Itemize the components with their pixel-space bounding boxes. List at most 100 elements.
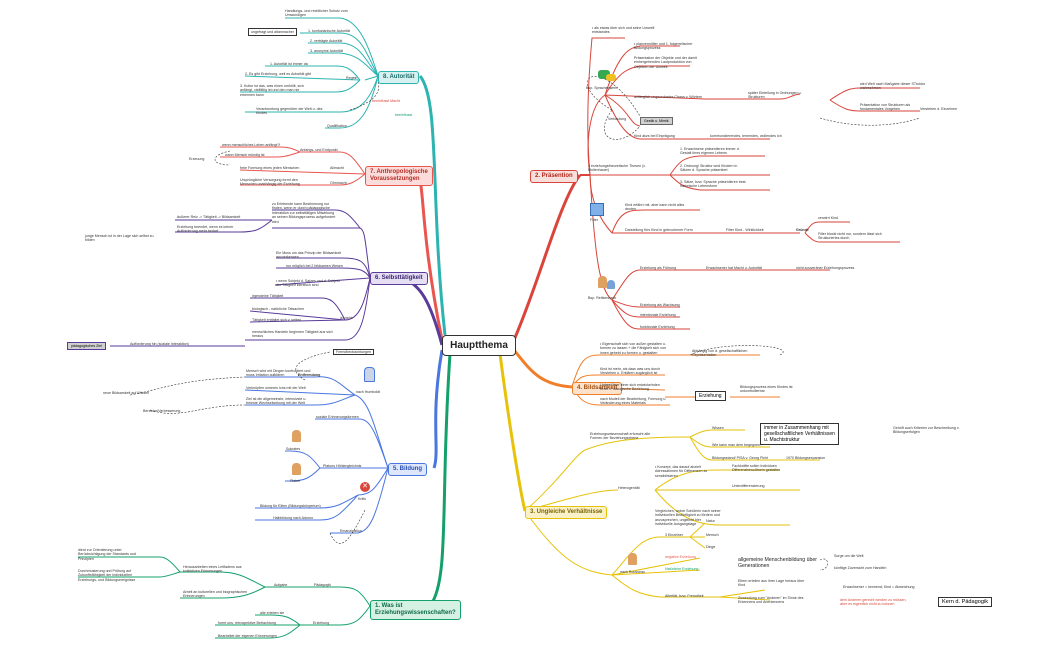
b6-node[interactable]: Erziehung: [313, 621, 330, 625]
b6-node[interactable]: Pädagogik: [314, 583, 331, 587]
branch-prasention[interactable]: 2. Präsention: [530, 170, 578, 183]
b7-node[interactable]: allgemeine Menschenbildung über Generati…: [738, 557, 818, 570]
b1-node[interactable]: Kind akzs bei Einprägung: [634, 134, 675, 138]
b3-node[interactable]: wann Mensch mündig ist: [225, 153, 265, 157]
root-topic[interactable]: Hauptthema: [442, 335, 516, 356]
b2-node[interactable]: Verantwortung gegenüber der Welt u. des …: [256, 107, 323, 116]
b5-node[interactable]: Platons Höhlengleichnis: [323, 464, 362, 468]
b3-node[interactable]: Ohnmacht: [330, 181, 347, 185]
b2-node[interactable]: Regeln: [346, 76, 358, 80]
b8-node[interactable]: Bildungsprozess eines Kindes ist unkontr…: [740, 385, 793, 394]
b2-node[interactable]: ungefragt und altanmacher: [248, 28, 297, 37]
b4-node[interactable]: irgendeine Tätigkeit: [252, 294, 284, 298]
b7-node[interactable]: Wie kann man dem begegnen?: [712, 443, 762, 447]
b3-node[interactable]: Allmacht: [330, 166, 344, 170]
b4-node[interactable]: Tätigkeit entfaltet sich v. selbst: [252, 318, 301, 322]
b8-node[interactable]: Unterstützer einer sich entwickelnden Kr…: [600, 383, 660, 392]
b7-node[interactable]: Alterität, bzw. Fremdheit: [665, 594, 704, 598]
b5-node[interactable]: Halbbildung nach Adorno: [273, 516, 314, 520]
b4-node[interactable]: nur möglich bei 2 bildsamen Wesen: [286, 264, 343, 268]
b5-node[interactable]: nach Humboldt: [356, 390, 381, 394]
b1-node-gestik[interactable]: Gestik u. Mimik: [640, 117, 673, 126]
b4-node[interactable]: zu Erlebende kann Bestimmung nur finden,…: [272, 202, 336, 224]
b7-node[interactable]: Dinge: [706, 545, 716, 549]
b1-node[interactable]: • als etwas über sich und seine Umwelt e…: [592, 26, 655, 35]
b7-node[interactable]: Zuwendung zum "Anderen" im Sinne des Erk…: [738, 596, 804, 605]
b3-node[interactable]: freie Formung eines jeden Menschen: [240, 166, 300, 170]
b1-node[interactable]: Filter Kind - Wirklichkeit: [726, 228, 764, 232]
b8-node[interactable]: • Eigenschaft sich von außen gestalten u…: [600, 342, 667, 355]
b5-node[interactable]: soziale Erinnerungsformen: [316, 415, 359, 419]
b2-node[interactable]: 2. verträgte Autorität: [310, 39, 343, 43]
b2-node[interactable]: beeinflusst Macht: [372, 99, 400, 103]
b1-node[interactable]: nicht-souveräner Erziehungsprozess: [796, 266, 855, 270]
b8-node[interactable]: nach Modell der Bearbeitung, Formung u. …: [600, 397, 667, 406]
b1-node[interactable]: • planvermittler und 1. folgerrelischer …: [634, 42, 693, 51]
b4-node[interactable]: Aufforderung hin (soziale Interaktion): [130, 342, 189, 346]
b1-node[interactable]: Erziehung als Wachsung: [640, 303, 680, 307]
b7-node[interactable]: Fachkräfte sollen Individuen Differenzbe…: [732, 464, 781, 473]
b1-node[interactable]: intentionale Erziehung: [640, 313, 676, 317]
b7-node[interactable]: Vergleichen, wobei Schülerin nach seiner…: [655, 509, 721, 527]
b1-node[interactable]: 3 erziehungstheoretische Thesen (v. Moll…: [588, 164, 646, 173]
b7-node-kern[interactable]: Kern d. Pädagogik: [938, 597, 993, 607]
b7-node[interactable]: negative Erziehung: [665, 555, 696, 559]
b7-node[interactable]: Unterdifferenzierung: [732, 484, 765, 488]
b4-node-paedagogisches-ziel[interactable]: pädagogisches Ziel: [67, 342, 106, 351]
b7-node[interactable]: Heterogenität: [618, 486, 640, 490]
b3-node[interactable]: Erzeuung: [189, 157, 205, 161]
b8-node[interactable]: Abhängig von d. gesellschaftlichen Reprä…: [692, 349, 748, 358]
b7-node[interactable]: Bildungsstand/ PISA v. Georg Picht: [712, 456, 769, 460]
b1-node[interactable]: verwirrt Kind: [818, 216, 838, 220]
b1-node[interactable]: 1. Erwachsene präsentieren immer d. Gest…: [680, 147, 740, 156]
b6-node[interactable]: alle erleben sie: [260, 611, 285, 615]
b3-node[interactable]: wenn menschliches Leben anfängt?!: [222, 143, 281, 147]
b6-node[interactable]: Arbeit an kulturellen und biographischen…: [183, 590, 248, 599]
b8-node[interactable]: Kind ist mehr, als dass was uns durch Ve…: [600, 367, 661, 376]
b7-node[interactable]: nach Rousseau: [620, 570, 645, 574]
b6-node[interactable]: Herausarbeiten eines Leitfadens aus koll…: [183, 565, 242, 574]
b8-node-erziehung[interactable]: Erziehung: [695, 391, 726, 401]
b1-node[interactable]: Gründe: [796, 228, 809, 232]
b7-node[interactable]: Wissen: [712, 426, 724, 430]
b7-node[interactable]: 1970 Bildungsexpansion: [786, 456, 826, 460]
b5-node[interactable]: Platon: [290, 479, 301, 483]
b1-node[interactable]: Filter: [590, 218, 598, 222]
b1-node[interactable]: wird Welt nach Maßgabe dieser STruktur w…: [860, 82, 926, 91]
b1-node[interactable]: Verbaulung: [608, 117, 627, 121]
b4-node[interactable]: junge Mensch ist in der Lage sich selbst…: [85, 234, 154, 243]
b7-node[interactable]: Natur: [706, 519, 715, 523]
b2-node[interactable]: Handlungs- und rechtlicher Schutz vom Um…: [285, 9, 348, 18]
branch-ungleiche-verhaeltnisse[interactable]: 3. Ungleiche Verhältnisse: [525, 506, 608, 519]
b7-node[interactable]: Erwachsener = kennend; Kind = Abweichung: [843, 585, 915, 589]
b1-node[interactable]: Bsp. Reitkenbach: [588, 296, 617, 300]
b1-node[interactable]: Bsp. Sprachenwerb: [586, 86, 618, 90]
b5-node[interactable]: Bildung für Eliten (Bildungsbürgertum): [260, 504, 321, 508]
b4-node[interactable]: • wenn Subjekt d. Satzes und d. Subjekt …: [276, 279, 340, 288]
b5-node[interactable]: neue Bildsamkeit auf Wissen: [103, 391, 150, 395]
b6-node[interactable]: dient zur Orientierung unter Berücksicht…: [78, 548, 136, 561]
b1-node[interactable]: Präsentation der Objekte und der damit e…: [634, 56, 697, 69]
b6-node[interactable]: formt uns, retrospektive Betrachtung: [218, 621, 276, 625]
b5-node[interactable]: Mensch wird mit Dingen konfrontiert und …: [246, 369, 311, 378]
branch-bildung[interactable]: 5. Bildung: [388, 463, 427, 476]
b4-node[interactable]: menschliches Handeln beginnen Tätigkeit …: [252, 330, 333, 339]
b7-node[interactable]: Natürliche Erziehung: [665, 567, 699, 571]
b5-node[interactable]: Fremdbeobachtungen: [333, 349, 375, 356]
b1-node[interactable]: Kind erfährt mit, aber kann nicht alles …: [625, 203, 685, 212]
b2-node[interactable]: Qualifikation: [327, 124, 347, 128]
b7-node[interactable]: • Konzept, das darauf abzielt Adressatin…: [655, 465, 708, 478]
b6-node[interactable]: Bearbeitet der eigenen Erinnerungen: [218, 634, 277, 638]
b3-node[interactable]: Ursprüngliche Versorgung formt den Mensc…: [240, 178, 300, 187]
b1-node[interactable]: Darstellung fürs Kind in gebrochener For…: [625, 228, 693, 232]
b5-node[interactable]: Verknüpfen unseres Ichs mit der Welt: [246, 386, 306, 390]
branch-erziehungswissenschaften[interactable]: 1. Was ist Erziehungswissenschaften?: [370, 600, 461, 620]
b2-node[interactable]: 3. anonyme Autorität: [310, 49, 343, 53]
b5-node[interactable]: Ziel ist die allgemeinste, intensivste u…: [246, 397, 307, 406]
b7-node[interactable]: dem Anderen gerecht werden zu müssen, ab…: [840, 598, 907, 607]
b4-node[interactable]: Ein Muss um das Prinzip der Bildsamkeit …: [276, 251, 342, 260]
b5-node[interactable]: Entfremdung: [298, 373, 321, 377]
b1-node[interactable]: später Einteilung in Ordnungen u. Strukt…: [748, 91, 802, 100]
b1-node[interactable]: Präsentation von Strukturen als fundamen…: [860, 103, 911, 112]
b4-node[interactable]: äußerer Reiz -> Tätigkeit -> Bildsamkeit: [177, 215, 241, 219]
